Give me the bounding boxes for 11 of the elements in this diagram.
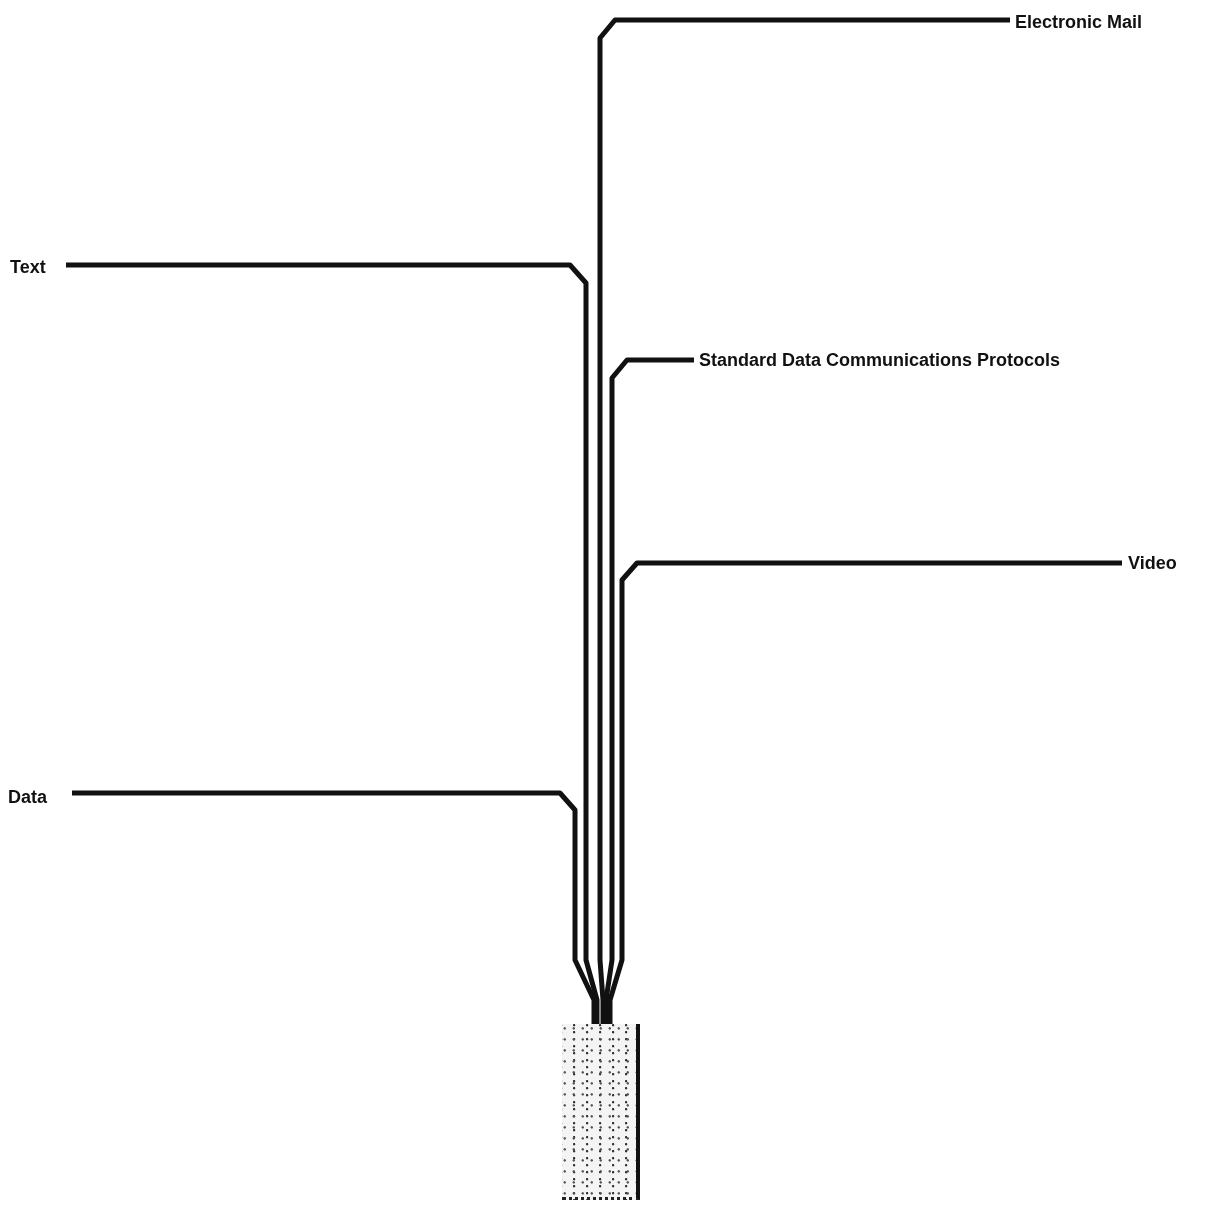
label-text: Video	[1128, 552, 1177, 574]
cable-line	[607, 560, 1122, 1024]
connector-block	[562, 1024, 640, 1200]
label-text: Data	[8, 786, 47, 808]
cable-line	[66, 262, 600, 1024]
cable-line	[603, 357, 694, 1024]
label-text: Standard Data Communications Protocols	[699, 349, 1061, 371]
label-text: Text	[10, 256, 46, 278]
cable-line	[597, 17, 1010, 1024]
label-text: Electronic Mail	[1015, 11, 1143, 33]
cable-line	[72, 790, 597, 1024]
